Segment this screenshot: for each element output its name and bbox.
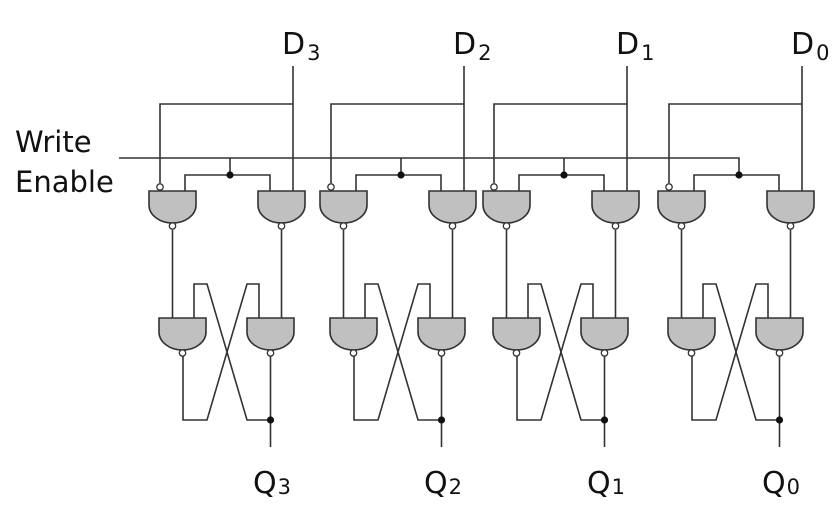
data-input-label-0: D0 xyxy=(791,27,829,65)
lower-left-nand-gate-body xyxy=(492,317,541,351)
data-input-label-3: D3 xyxy=(282,27,320,65)
q-junction-dot xyxy=(266,416,275,424)
upper-left-nand-gate-output-bubble xyxy=(502,222,511,230)
junction-dot xyxy=(560,171,568,179)
lower-left-nand-gate-body xyxy=(329,317,378,351)
feedback-wire-right-to-left xyxy=(364,283,442,421)
upper-left-nand-gate-body xyxy=(148,190,197,224)
upper-right-nand-gate xyxy=(766,190,815,230)
upper-right-nand-gate-output-bubble xyxy=(448,222,457,230)
lower-right-nand-gate-output-bubble xyxy=(600,349,609,357)
upper-right-nand-gate xyxy=(257,190,306,230)
output-subscript: 0 xyxy=(787,475,800,499)
upper-left-nand-gate-output-bubble xyxy=(677,222,686,230)
lower-right-nand-gate xyxy=(580,317,629,357)
lower-left-nand-gate xyxy=(667,317,716,357)
feedback-wire-left-to-right xyxy=(691,283,769,421)
lower-right-nand-gate-body xyxy=(417,317,466,351)
lower-left-nand-gate xyxy=(158,317,207,357)
upper-right-nand-gate-body xyxy=(257,190,306,224)
feedback-wire-right-to-left xyxy=(702,283,780,421)
lower-right-nand-gate-output-bubble xyxy=(266,349,275,357)
junction-dot xyxy=(735,171,743,179)
upper-left-nand-gate-output-bubble xyxy=(339,222,348,230)
lower-right-nand-gate-output-bubble xyxy=(437,349,446,357)
data-input-branch-wire xyxy=(159,103,293,183)
data-input-label-2: D2 xyxy=(453,27,491,65)
lower-right-nand-gate-body xyxy=(755,317,804,351)
data-input-branch-wire xyxy=(668,103,802,183)
lower-left-nand-gate-output-bubble xyxy=(178,349,187,357)
lower-left-nand-gate xyxy=(329,317,378,357)
lower-right-nand-gate xyxy=(755,317,804,357)
lower-left-nand-gate-output-bubble xyxy=(512,349,521,357)
feedback-wire-left-to-right xyxy=(353,283,431,421)
q-junction-dot xyxy=(600,416,609,424)
upper-left-nand-gate xyxy=(657,190,706,230)
inverted-input-bubble xyxy=(490,183,498,191)
write-enable-label-line1: Write xyxy=(15,125,92,159)
feedback-wire-right-to-left xyxy=(527,283,605,421)
feedback-wire-right-to-left xyxy=(193,283,271,421)
lower-left-nand-gate-output-bubble xyxy=(349,349,358,357)
output-subscript: 1 xyxy=(612,475,625,499)
q-junction-dot xyxy=(437,416,446,424)
feedback-wire-left-to-right xyxy=(182,283,260,421)
upper-right-nand-gate-body xyxy=(428,190,477,224)
output-subscript: 3 xyxy=(278,475,291,499)
lower-right-nand-gate-body xyxy=(580,317,629,351)
upper-left-nand-gate xyxy=(148,190,197,230)
upper-left-nand-gate-body xyxy=(482,190,531,224)
output-label-1: Q1 xyxy=(587,466,625,501)
inverted-input-bubble xyxy=(665,183,673,191)
inverted-input-bubble xyxy=(327,183,335,191)
data-input-subscript: 3 xyxy=(307,41,320,65)
lower-left-nand-gate xyxy=(492,317,541,357)
upper-right-nand-gate xyxy=(591,190,640,230)
lower-right-nand-gate-output-bubble xyxy=(775,349,784,357)
inverted-input-bubble xyxy=(156,183,164,191)
output-label-2: Q2 xyxy=(424,466,462,501)
upper-left-nand-gate xyxy=(319,190,368,230)
upper-right-nand-gate-output-bubble xyxy=(611,222,620,230)
feedback-wire-left-to-right xyxy=(516,283,594,421)
upper-right-nand-gate-body xyxy=(766,190,815,224)
lower-right-nand-gate-body xyxy=(246,317,295,351)
upper-right-nand-gate-output-bubble xyxy=(277,222,286,230)
data-input-branch-wire xyxy=(493,103,627,183)
data-input-label-1: D1 xyxy=(616,27,654,65)
junction-dot xyxy=(226,171,234,179)
output-label-0: Q0 xyxy=(762,466,800,501)
lower-left-nand-gate-body xyxy=(667,317,716,351)
data-input-branch-wire xyxy=(330,103,464,183)
lower-left-nand-gate-output-bubble xyxy=(687,349,696,357)
write-enable-label-line2: Enable xyxy=(15,165,114,199)
lower-left-nand-gate-body xyxy=(158,317,207,351)
data-input-subscript: 1 xyxy=(641,41,654,65)
upper-left-nand-gate-output-bubble xyxy=(168,222,177,230)
upper-left-nand-gate-body xyxy=(319,190,368,224)
data-input-subscript: 2 xyxy=(478,41,491,65)
junction-dot xyxy=(397,171,405,179)
q-junction-dot xyxy=(775,416,784,424)
output-label-3: Q3 xyxy=(253,466,291,501)
write-enable-bus xyxy=(119,157,740,175)
data-input-subscript: 0 xyxy=(816,41,829,65)
lower-right-nand-gate xyxy=(417,317,466,357)
upper-left-nand-gate xyxy=(482,190,531,230)
upper-right-nand-gate-body xyxy=(591,190,640,224)
upper-right-nand-gate-output-bubble xyxy=(786,222,795,230)
upper-left-nand-gate-body xyxy=(657,190,706,224)
output-subscript: 2 xyxy=(449,475,462,499)
upper-right-nand-gate xyxy=(428,190,477,230)
lower-right-nand-gate xyxy=(246,317,295,357)
